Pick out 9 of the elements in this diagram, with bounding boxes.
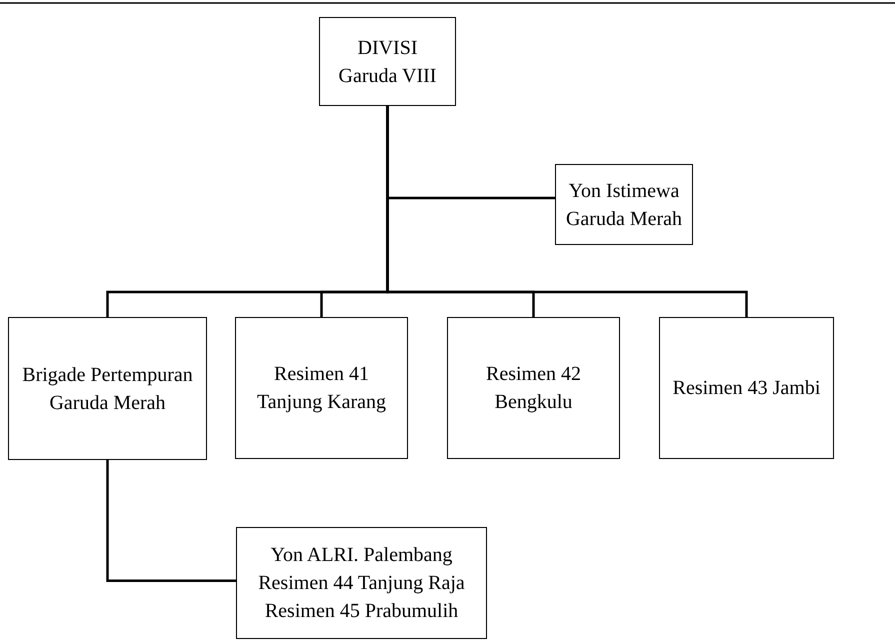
org-box: Resimen 42 Bengkulu	[447, 317, 620, 459]
connector-line	[106, 460, 236, 582]
org-box: Brigade Pertempuran Garuda Merah	[8, 317, 207, 460]
connector-line	[386, 106, 748, 317]
org-box: Resimen 41 Tanjung Karang	[235, 317, 408, 459]
org-box: DIVISI Garuda VIII	[319, 17, 456, 106]
org-box: Yon ALRI. Palembang Resimen 44 Tanjung Raja Resimen 45 Prabumulih	[236, 527, 487, 639]
org-box: Resimen 43 Jambi	[659, 317, 834, 459]
org-box: Yon Istimewa Garuda Merah	[555, 164, 693, 245]
